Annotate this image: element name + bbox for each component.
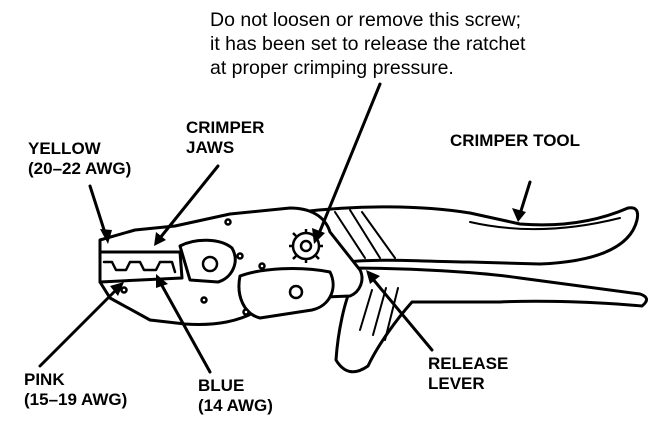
label-yellow: YELLOW (20–22 AWG) (28, 139, 131, 179)
label-blue: BLUE (14 AWG) (198, 376, 273, 416)
screw-warning-note: Do not loosen or remove this screw; it h… (210, 8, 525, 80)
label-crimper-jaws: CRIMPER JAWS (186, 118, 264, 158)
arrowhead-blue (156, 274, 168, 288)
jaw-plate (98, 250, 184, 284)
label-pink-gauge: (15–19 AWG) (24, 390, 128, 409)
arrowhead-crimper-tool (512, 208, 526, 222)
label-pink: PINK (15–19 AWG) (24, 370, 127, 410)
label-blue-gauge: (14 AWG) (198, 396, 273, 415)
rivets (120, 218, 304, 316)
label-release-lever: RELEASE LEVER (428, 354, 508, 394)
lower-handle (334, 266, 648, 374)
arrowhead-yellow (100, 229, 112, 244)
arrowhead-crimper-jaws (154, 232, 166, 246)
leader-yellow (88, 184, 108, 238)
arrowhead-screw-note (312, 228, 325, 244)
upper-handle-highlight (469, 217, 621, 231)
leader-crimper-jaws (158, 164, 220, 240)
leader-screw-note (316, 82, 382, 238)
arrowhead-pink (110, 282, 124, 296)
screw-warning-line-1: Do not loosen or remove this screw; (210, 9, 522, 31)
label-release-lever-line-2: LEVER (428, 374, 485, 393)
leader-release-lever (370, 276, 434, 352)
label-pink-title: PINK (24, 370, 65, 389)
label-crimper-jaws-line-2: JAWS (186, 138, 235, 157)
leader-crimper-tool (518, 180, 532, 216)
label-release-lever-line-1: RELEASE (428, 354, 509, 373)
ratchet-screw (289, 229, 323, 263)
link-plate (237, 267, 335, 320)
screw-warning-line-2: it has been set to release the ratchet (210, 33, 526, 55)
label-yellow-gauge: (20–22 AWG) (28, 159, 132, 178)
label-crimper-tool-text: CRIMPER TOOL (450, 131, 581, 150)
screw-warning-line-3: at proper crimping pressure. (210, 57, 454, 79)
crimp-cavities (102, 260, 177, 274)
leader-pink (38, 286, 120, 368)
label-blue-title: BLUE (198, 376, 245, 395)
leader-blue (158, 280, 212, 374)
arrowhead-release-lever (366, 270, 380, 284)
label-crimper-tool: CRIMPER TOOL (450, 131, 580, 151)
upper-handle-grip (334, 209, 396, 259)
lower-handle-grip (359, 287, 399, 341)
label-yellow-title: YELLOW (28, 139, 101, 158)
label-crimper-jaws-line-1: CRIMPER (186, 118, 265, 137)
upper-handle (298, 205, 640, 266)
